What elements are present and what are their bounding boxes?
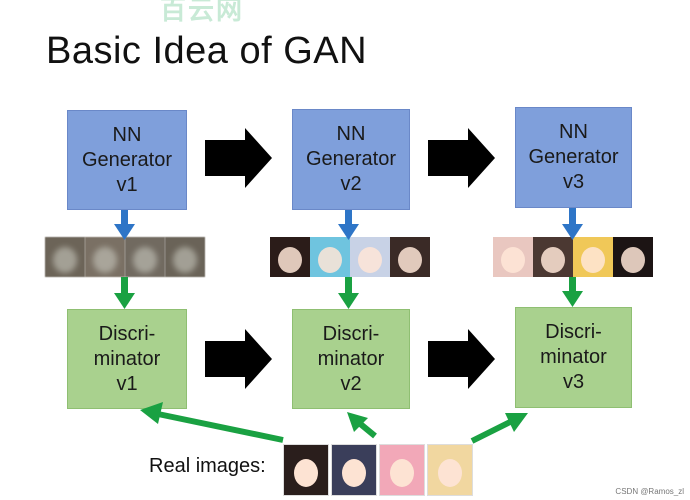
generator-v3-line3: v3	[562, 171, 585, 193]
generated-face	[493, 237, 533, 277]
credit-text: CSDN @Ramos_zl	[615, 487, 684, 496]
page-title: Basic Idea of GAN	[46, 30, 368, 72]
generator-v1-line1: NN	[112, 123, 142, 146]
generator-v1-line3: v1	[116, 173, 138, 196]
real-image-1	[283, 444, 329, 496]
black-arrow-dis-1-2	[205, 329, 272, 389]
green-arrow-real-to-v3	[470, 413, 528, 444]
real-image-4	[427, 444, 473, 496]
real-image-2	[331, 444, 377, 496]
generated-face	[310, 237, 350, 277]
green-arrow-real-to-v1	[140, 402, 284, 443]
blue-arrow-v1	[114, 210, 135, 240]
green-arrow-v2	[338, 277, 359, 309]
generator-v1-box: NN Generator v1	[67, 110, 187, 210]
discriminator-v3-line1: Discri-	[545, 321, 602, 343]
generated-samples-v3	[493, 237, 653, 277]
generated-samples-v1	[45, 237, 205, 277]
green-arrow-real-to-v2	[347, 412, 377, 439]
generator-v3-line2: Generator	[528, 146, 619, 168]
black-arrow-gen-1-2	[205, 128, 272, 188]
discriminator-v3-line2: minator	[540, 346, 607, 368]
generated-face	[85, 237, 125, 277]
generated-face	[613, 237, 653, 277]
generated-face	[573, 237, 613, 277]
generated-samples-v2	[270, 237, 430, 277]
green-arrow-v1	[114, 277, 135, 309]
generator-v2-box: NN Generator v2	[292, 109, 410, 210]
generated-face	[350, 237, 390, 277]
discriminator-v3-line3: v3	[562, 371, 585, 393]
blue-arrow-v2	[338, 210, 359, 240]
black-arrow-gen-2-3	[428, 128, 495, 188]
discriminator-v1-line2: minator	[93, 347, 161, 370]
generated-face	[270, 237, 310, 277]
discriminator-v1-box: Discri- minator v1	[67, 309, 187, 409]
real-image-3	[379, 444, 425, 496]
discriminator-v2-line2: minator	[317, 347, 385, 370]
watermark: 百云网	[160, 0, 245, 25]
generator-v2-line3: v2	[340, 173, 362, 195]
generator-v3-line1: NN	[559, 121, 588, 143]
blue-arrow-v3	[562, 208, 583, 240]
generated-face	[390, 237, 430, 277]
discriminator-v1-line3: v1	[116, 372, 138, 395]
generated-face	[533, 237, 573, 277]
generator-v2-line1: NN	[336, 123, 366, 145]
generator-v1-line2: Generator	[81, 148, 173, 171]
discriminator-v3-box: Discri- minator v3	[515, 307, 632, 408]
generated-face	[125, 237, 165, 277]
green-arrow-v3	[562, 277, 583, 307]
generated-face	[165, 237, 205, 277]
discriminator-v2-line1: Discri-	[322, 322, 380, 345]
black-arrow-dis-2-3	[428, 329, 495, 389]
discriminator-v2-line3: v2	[340, 372, 362, 395]
real-images-label: Real images:	[149, 455, 266, 477]
discriminator-v1-line1: Discri-	[98, 322, 156, 345]
discriminator-v2-box: Discri- minator v2	[292, 309, 410, 409]
generated-face	[45, 237, 85, 277]
generator-v2-line2: Generator	[305, 148, 397, 170]
generator-v3-box: NN Generator v3	[515, 107, 632, 208]
